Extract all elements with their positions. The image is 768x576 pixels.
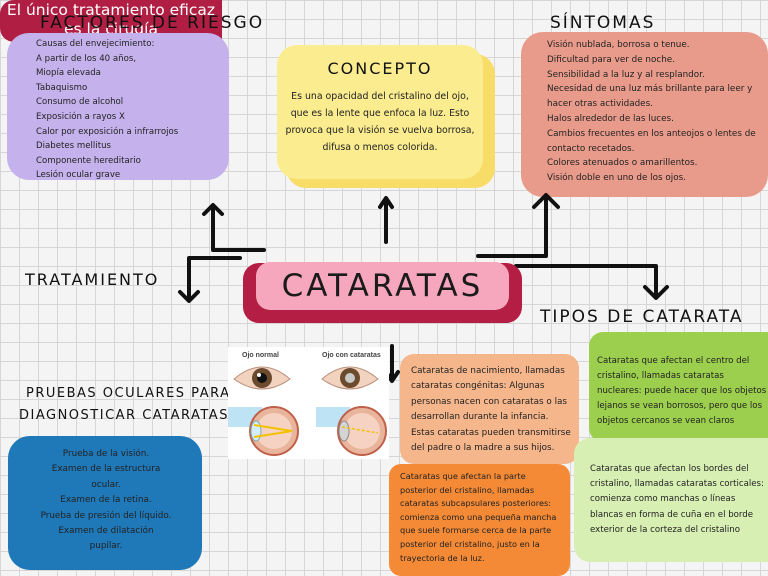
sintoma-item: Halos alrededor de las luces. (547, 113, 674, 124)
normal-eye-icon (233, 366, 291, 390)
pruebas-heading-line2: DIAGNOSTICAR CATARATAS (19, 408, 229, 423)
sintoma-item: Cambios frecuentes en los anteojos o len… (547, 128, 756, 154)
factor-item: Lesión ocular grave (36, 170, 121, 181)
factor-item: Miopía elevada (36, 68, 101, 79)
factor-item: A partir de los 40 años, (36, 53, 137, 64)
tipo-cortical-text: Cataratas que afectan los bordes del cri… (590, 464, 764, 535)
sintomas-heading: SÍNTOMAS (550, 13, 656, 33)
arrow-to-concepto (378, 196, 394, 244)
arrow-to-factores (202, 203, 266, 252)
sintoma-item: Sensibilidad a la luz y al resplandor. (547, 69, 705, 80)
prueba-item: pupilar. (89, 541, 123, 552)
sintoma-item: Visión nublada, borrosa o tenue. (547, 40, 690, 50)
sintoma-item: Necesidad de una luz más brillante para … (547, 84, 753, 110)
concepto-box: CONCEPTO Es una opacidad del cristalino … (277, 45, 483, 179)
concepto-text: Es una opacidad del cristalino del ojo, … (285, 91, 475, 153)
normal-eye-section-icon (228, 406, 299, 456)
tipo-nacimiento-box: Cataratas de nacimiento, llamadas catara… (400, 354, 579, 464)
tipos-heading: TIPOS DE CATARATA (540, 307, 744, 327)
tipo-nuclear-box: Cataratas que afectan el centro del cris… (589, 332, 768, 442)
title-box: CATARATAS (256, 262, 509, 310)
factores-heading: FACTORES DE RIESGO (40, 13, 265, 33)
tratamiento-heading: TRATAMIENTO (25, 270, 160, 289)
factores-box: Causas del envejecimiento: A partir de l… (7, 33, 229, 180)
factor-item: Diabetes mellitus (36, 141, 111, 152)
factor-item: Calor por exposición a infrarrojos (36, 126, 179, 137)
factor-item: Componente hereditario (36, 155, 141, 166)
prueba-item: Prueba de presión del líquido. (40, 510, 172, 521)
prueba-item: ocular. (91, 479, 121, 490)
tipo-subcapsular-box: Cataratas que afectan la parte posterior… (389, 464, 570, 576)
factor-item: Exposición a rayos X (36, 111, 125, 122)
factor-item: Causas del envejecimiento: (36, 39, 155, 49)
arrow-to-sintomas (476, 193, 560, 258)
prueba-item: Examen de la estructura (51, 464, 161, 475)
factor-item: Tabaquismo (36, 82, 88, 93)
tipo-nuclear-text: Cataratas que afectan el centro del cris… (597, 356, 767, 426)
eye-illustration: Ojo normal Ojo con cataratas (228, 347, 389, 459)
factor-item: Consumo de alcohol (36, 97, 124, 108)
main-title: CATARATAS (281, 268, 484, 304)
prueba-item: Examen de la retina. (60, 495, 152, 506)
arrow-to-tipos (514, 264, 669, 300)
cataract-eye-section-icon (316, 406, 387, 456)
label-ojo-cataratas: Ojo con cataratas (322, 352, 381, 359)
sintoma-item: Dificultad para ver de noche. (547, 54, 676, 65)
prueba-item: Prueba de la visión. (62, 449, 150, 459)
pruebas-heading-line1: PRUEBAS OCULARES PARA (26, 386, 231, 401)
sintoma-item: Visión doble en uno de los ojos. (547, 173, 686, 184)
tipo-subcapsular-text: Cataratas que afectan la parte posterior… (400, 471, 557, 563)
label-ojo-normal: Ojo normal (242, 352, 279, 359)
sintoma-item: Colores atenuados o amarillentos. (547, 158, 698, 169)
tipo-nacimiento-text: Cataratas de nacimiento, llamadas catara… (411, 366, 571, 454)
tipo-cortical-box: Cataratas que afectan los bordes del cri… (574, 438, 768, 562)
cataract-eye-icon (321, 366, 379, 390)
pruebas-box: Prueba de la visión. Examen de la estruc… (8, 436, 202, 570)
eye-illustration-graphic: Ojo normal Ojo con cataratas (228, 352, 387, 456)
sintomas-box: Visión nublada, borrosa o tenue. Dificul… (521, 32, 768, 197)
prueba-item: Examen de dilatación (58, 526, 154, 537)
concepto-heading: CONCEPTO (327, 59, 433, 78)
arrow-to-tratamiento (178, 256, 242, 303)
